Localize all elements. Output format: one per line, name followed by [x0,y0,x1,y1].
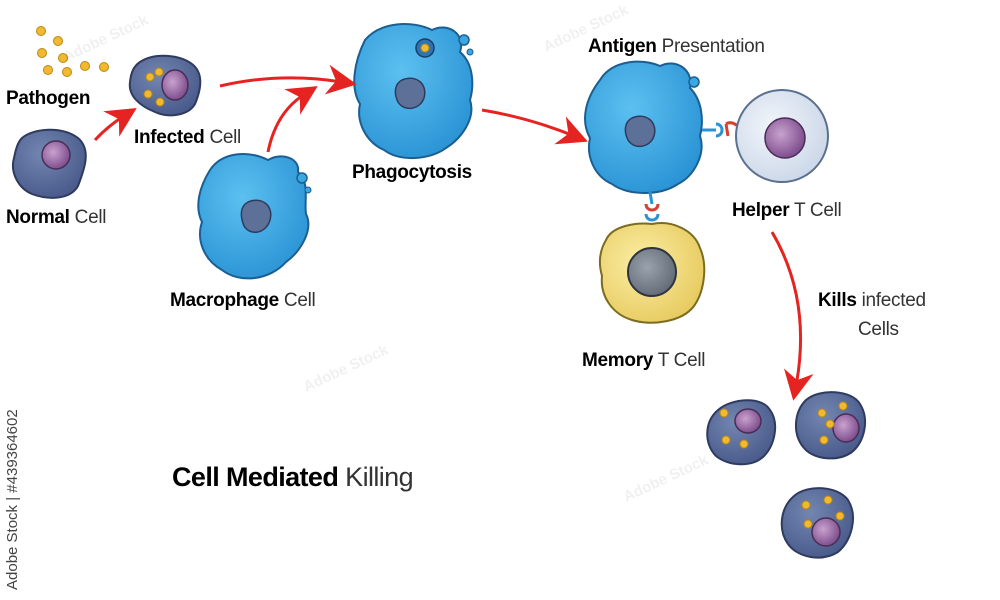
memory-t-cell [598,222,706,324]
pathogen-particles [36,26,109,77]
label-kills-bold: Kills [818,290,857,311]
arrow-infected-to-phagocytosis [219,64,357,95]
flow-arrows [93,64,814,401]
label-macrophage-cell: Macrophage Cell [170,290,316,312]
label-infected-cell: Infected Cell [134,127,241,149]
label-normal-cell: Normal Cell [6,207,106,229]
normal-cell [12,128,87,199]
label-infected-bold: Infected [134,127,205,148]
stock-id-watermark: Adobe Stock | #439364602 [4,409,21,590]
antigen-presenting-macrophage [584,60,703,194]
label-kills-infected: Kills infected [818,290,926,312]
label-antigen-bold: Antigen [588,36,657,57]
label-normal-light: Cell [74,207,107,228]
label-phagocytosis: Phagocytosis [352,162,472,184]
phagocytosis-macrophage [353,23,474,160]
label-kills-cells: Cells [858,319,899,341]
label-memory-t-cell: Memory T Cell [582,350,705,372]
label-helper-t-cell: Helper T Cell [732,200,842,222]
label-helper-bold: Helper [732,200,790,221]
label-antigen-light: Presentation [661,36,765,57]
label-kills-light-2: Cells [858,319,899,340]
killed-infected-cell-3 [780,487,854,559]
label-memory-light: T Cell [657,350,706,371]
arrow-helper-to-kills [770,231,814,401]
diagram-title: Cell Mediated Killing [172,462,414,493]
diagram-title-light: Killing [345,462,413,492]
label-helper-light: T Cell [793,200,842,221]
label-pathogen: Pathogen [6,88,90,110]
label-macrophage-bold: Macrophage [170,290,279,311]
killed-infected-cell-2 [795,391,867,460]
label-pathogen-text: Pathogen [6,88,91,109]
label-memory-bold: Memory [582,350,654,371]
infected-cell [128,54,202,117]
label-antigen-presentation: Antigen Presentation [588,36,765,58]
label-kills-light-1: infected [861,290,926,311]
memory-receptor [644,191,660,222]
label-phagocytosis-text: Phagocytosis [352,162,472,183]
killed-infected-cell-1 [706,399,777,466]
label-normal-bold: Normal [6,207,70,228]
label-macrophage-light: Cell [283,290,316,311]
arrow-phagocytosis-to-antigen [481,108,588,145]
diagram-title-bold: Cell Mediated [172,462,339,492]
label-infected-light: Cell [209,127,241,148]
helper-t-cell [735,89,829,183]
macrophage-cell [197,153,312,280]
arrow-normal-to-infected [93,108,137,142]
arrow-macrophage-to-phagocytosis [266,86,318,153]
